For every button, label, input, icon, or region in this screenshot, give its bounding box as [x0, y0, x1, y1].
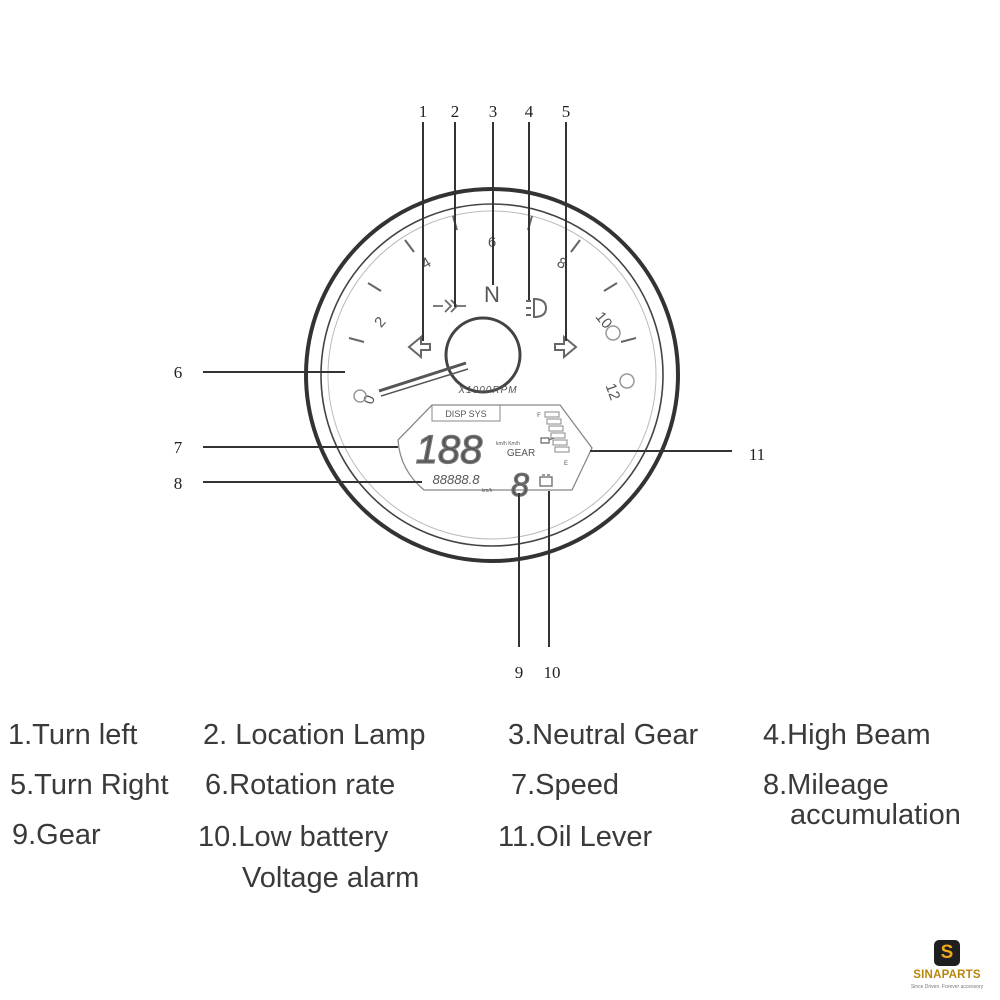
rpm-needle: [378, 361, 467, 393]
callout-number-5: 5: [562, 102, 571, 121]
gear-digit: 8: [511, 467, 529, 503]
redzone-dot: [353, 389, 367, 403]
legend-label: 1.Turn left: [8, 719, 138, 751]
legend-label: 5.Turn Right: [10, 769, 169, 801]
location-lamp-icon: [433, 299, 466, 313]
legend-label: 9.Gear: [12, 819, 101, 851]
legend-label: 8.Mileage: [763, 769, 889, 801]
brand-badge-icon: S: [934, 940, 960, 966]
speed-digits: 188: [416, 428, 483, 472]
rpm-unit-label: X1000RPM: [457, 385, 517, 396]
rpm-scale-number: 0: [360, 393, 379, 407]
rpm-scale-number: 8: [554, 254, 570, 273]
legend-item-gear: 9.Gear: [12, 820, 101, 850]
odometer-digits: 88888.8: [433, 472, 481, 487]
legend-label: 4.High Beam: [763, 719, 931, 751]
lcd-disp-tag: DISP SYS: [445, 409, 486, 419]
callout-number-10: 10: [544, 663, 561, 682]
rpm-scale-number: 10: [592, 308, 616, 332]
legend-label: 6.Rotation rate: [205, 769, 396, 801]
callout-number-3: 3: [489, 102, 498, 121]
lcd-panel-frame: [397, 404, 593, 491]
brand-name: SINAPARTS: [913, 969, 981, 981]
legend-label: 3.Neutral Gear: [508, 719, 699, 751]
neutral-gear-icon: N: [484, 282, 500, 307]
redzone-dot: [619, 373, 635, 389]
oil-high-mark: F: [537, 413, 541, 419]
legend-item-mileage: 8.Mileage accumulation: [763, 770, 961, 830]
callout-number-8: 8: [174, 474, 183, 493]
brand-logo: S SINAPARTS Since Driven. Forever access…: [898, 940, 996, 998]
callout-number-7: 7: [174, 438, 183, 457]
turn-right-icon: [554, 334, 578, 360]
rpm-needle-edge: [380, 368, 469, 397]
legend-item-low-battery: 10.Low battery Voltage alarm: [198, 822, 419, 893]
high-beam-icon: [526, 297, 548, 319]
callout-number-9: 9: [515, 663, 524, 682]
legend-item-rotation-rate: 6.Rotation rate: [205, 770, 395, 800]
oil-can-icon: [540, 437, 555, 444]
legend-item-turn-right: 5.Turn Right: [10, 770, 169, 800]
legend-item-turn-left: 1.Turn left: [8, 720, 137, 750]
gauge-diagram: 0 2 4 6 8 10 12 N: [174, 102, 765, 682]
legend-label: 10.Low battery: [198, 821, 389, 853]
rpm-scale-number: 12: [602, 381, 624, 402]
legend-item-high-beam: 4.High Beam: [763, 720, 931, 750]
oil-low-mark: E: [564, 461, 568, 467]
legend-item-neutral-gear: 3.Neutral Gear: [508, 720, 698, 750]
speed-unit: km/h Km/h: [496, 441, 520, 447]
brand-tagline: Since Driven. Forever accessory: [910, 984, 984, 990]
legend-item-oil-level: 11.Oil Lever: [498, 822, 652, 852]
callout-number-11: 11: [749, 445, 765, 464]
legend-label: 7.Speed: [511, 769, 620, 801]
turn-left-icon: [407, 334, 431, 360]
callout-number-4: 4: [525, 102, 534, 121]
odometer-unit: km/h: [482, 488, 493, 494]
redzone-dot: [605, 325, 621, 341]
legend-label: 11.Oil Lever: [498, 821, 653, 853]
callout-number-1: 1: [419, 102, 428, 121]
callout-numbers: 1 2 3 4 5 6 7 8 9 10 11: [174, 102, 765, 682]
rpm-scale-number: 2: [371, 314, 389, 331]
callout-lines: [203, 122, 732, 647]
legend-label: 2. Location Lamp: [203, 719, 426, 751]
rpm-scale-number: 4: [418, 254, 434, 273]
battery-icon: [539, 474, 553, 487]
lcd-disp-tag-box: [431, 404, 501, 422]
gear-label: GEAR: [507, 448, 535, 459]
callout-number-6: 6: [174, 363, 183, 382]
legend-label-cont: Voltage alarm: [242, 862, 420, 894]
oil-level-bar: [544, 411, 570, 453]
needle-hub: [444, 316, 522, 394]
callout-number-2: 2: [451, 102, 460, 121]
legend-item-location-lamp: 2. Location Lamp: [203, 720, 425, 750]
legend-label-cont: accumulation: [790, 799, 961, 831]
legend-item-speed: 7.Speed: [511, 770, 619, 800]
